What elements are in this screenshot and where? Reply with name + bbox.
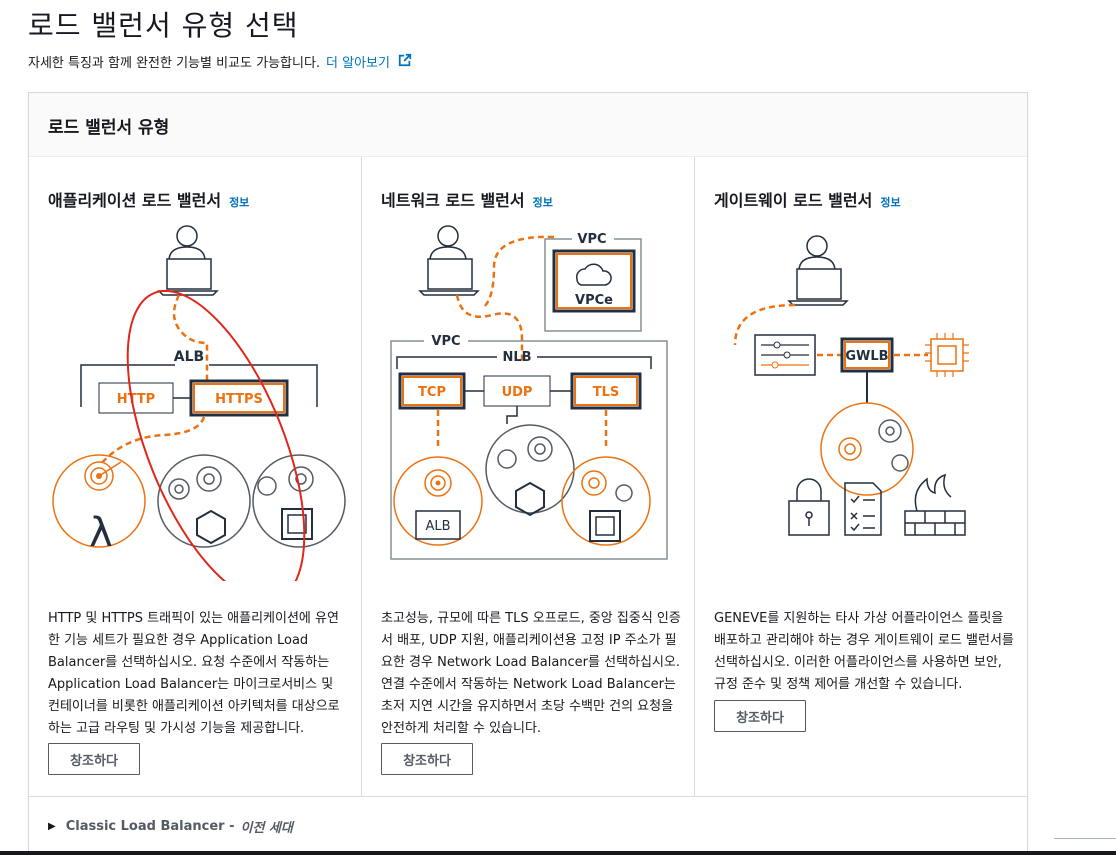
vpce-label: VPCe (575, 293, 613, 308)
card-description: 초고성능, 규모에 따른 TLS 오프로드, 중앙 집중식 인증서 배포, UD… (381, 611, 681, 736)
card-title: 게이트웨이 로드 밸런서 정보 (714, 187, 901, 211)
section-header: 로드 밸런서 유형 (29, 93, 1027, 157)
card-description: HTTP 및 HTTPS 트래픽이 있는 애플리케이션에 유연한 기능 세트가 … (48, 611, 340, 736)
chip-target-icon (561, 456, 651, 546)
classic-legacy-label: 이전 세대 (240, 820, 293, 836)
nlb-label: NLB (502, 350, 531, 365)
divider (1054, 838, 1116, 839)
chip-appliance-icon (925, 333, 969, 377)
bottom-bar (0, 851, 1116, 855)
user-laptop-icon (787, 235, 849, 306)
description-text: 자세한 특징과 함께 완전한 기능별 비교도 가능합니다. (28, 56, 321, 71)
udp-label: UDP (502, 385, 533, 400)
vpc-top-label: VPC (577, 232, 606, 247)
user-laptop-icon (157, 225, 219, 296)
tcp-label: TCP (418, 385, 446, 400)
alb-target-icon: ALB (393, 456, 483, 546)
create-nlb-button[interactable]: 창조하다 (381, 743, 473, 775)
load-balancer-type-container: 로드 밸런서 유형 애플리케이션 로드 밸런서 정보 ALB (28, 92, 1028, 854)
card-alb[interactable]: 애플리케이션 로드 밸런서 정보 ALB HTTP HTT (29, 157, 362, 797)
info-link[interactable]: 정보 (229, 196, 250, 209)
card-gwlb[interactable]: 게이트웨이 로드 밸런서 정보 (695, 157, 1028, 797)
container-target-icon (157, 454, 251, 548)
card-title-text: 애플리케이션 로드 밸런서 (48, 191, 222, 210)
caret-right-icon: ▶ (48, 820, 56, 832)
classic-lb-expander[interactable]: ▶ Classic Load Balancer - 이전 세대 (29, 797, 1029, 855)
card-title-text: 게이트웨이 로드 밸런서 (714, 191, 873, 210)
firewall-icon (904, 473, 966, 536)
gwlb-label: GWLB (845, 349, 888, 364)
section-title: 로드 밸런서 유형 (48, 118, 170, 138)
svg-text:λ: λ (89, 510, 113, 556)
card-row: 애플리케이션 로드 밸런서 정보 ALB HTTP HTT (29, 157, 1029, 797)
page-description: 자세한 특징과 함께 완전한 기능별 비교도 가능합니다. 더 알아보기 (28, 52, 412, 71)
alb-diagram: ALB HTTP HTTPS λ (52, 225, 346, 581)
user-laptop-icon (418, 225, 480, 296)
create-alb-button[interactable]: 창조하다 (48, 743, 140, 775)
chip-target-icon (252, 454, 346, 548)
lock-icon (788, 478, 830, 536)
alb-label: ALB (174, 349, 204, 365)
lambda-target-icon: λ (52, 454, 146, 556)
checklist-icon (844, 482, 882, 536)
card-nlb[interactable]: 네트워크 로드 밸런서 정보 VPC VPCe (362, 157, 695, 797)
http-label: HTTP (117, 392, 155, 407)
classic-label: Classic Load Balancer - (65, 818, 235, 834)
nlb-diagram: VPC VPCe VPC NLB TCP UDP (390, 225, 668, 560)
page-title: 로드 밸런서 유형 선택 (28, 9, 299, 42)
sliders-appliance-icon (754, 334, 816, 376)
vpc-label: VPC (431, 334, 460, 349)
https-label: HTTPS (215, 392, 263, 407)
learn-more-link[interactable]: 더 알아보기 (326, 52, 412, 71)
container-target-icon (485, 424, 575, 517)
info-link[interactable]: 정보 (880, 196, 901, 209)
tls-label: TLS (593, 385, 620, 400)
external-link-icon (399, 53, 412, 67)
gwlb-diagram: GWLB (733, 235, 969, 536)
card-title: 애플리케이션 로드 밸런서 정보 (48, 187, 249, 211)
learn-more-label: 더 알아보기 (326, 56, 390, 71)
card-description: GENEVE를 지원하는 타사 가상 어플라이언스 플릿을 배포하고 관리해야 … (714, 611, 1014, 692)
red-annotation-circle (126, 289, 306, 581)
alb-target-label: ALB (425, 519, 450, 534)
target-icons (838, 419, 909, 472)
card-title-text: 네트워크 로드 밸런서 (381, 191, 525, 210)
create-gwlb-button[interactable]: 창조하다 (714, 700, 806, 732)
card-title: 네트워크 로드 밸런서 정보 (381, 187, 553, 211)
info-link[interactable]: 정보 (532, 196, 553, 209)
